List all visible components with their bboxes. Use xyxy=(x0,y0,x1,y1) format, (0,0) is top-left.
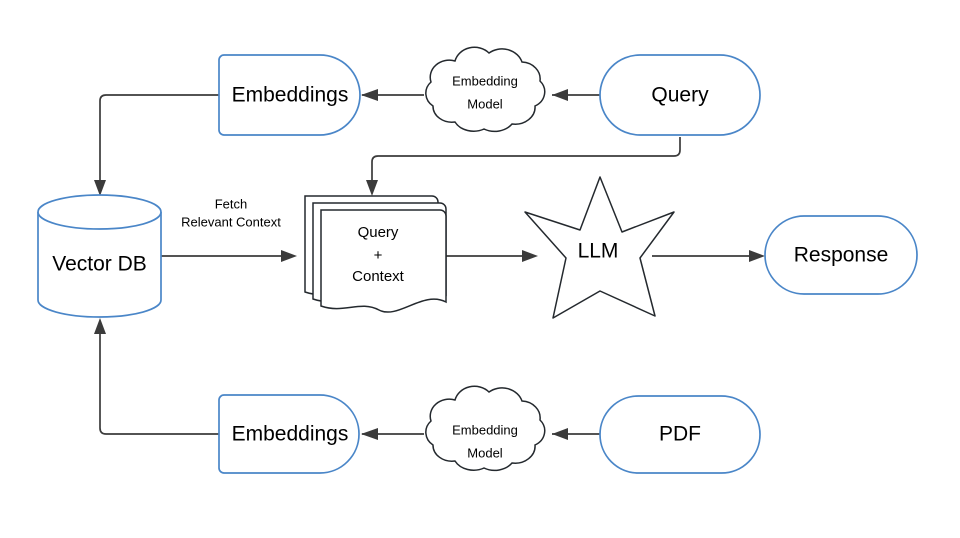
edge-embedding-model-top-to-embeddings-top xyxy=(361,89,424,101)
node-vector-db[interactable]: Vector DB xyxy=(37,194,162,318)
node-embeddings-top[interactable]: Embeddings xyxy=(218,54,361,136)
edge-embeddings-bottom-to-vector-db xyxy=(94,318,219,435)
edge-embeddings-top-to-vector-db xyxy=(94,94,219,196)
node-label-embedding-model-top-line1: Embedding xyxy=(452,73,518,88)
node-label-response: Response xyxy=(794,244,889,267)
node-response[interactable]: Response xyxy=(764,215,918,295)
node-label-llm: LLM xyxy=(578,240,619,263)
edge-pdf-to-embedding-model-bottom xyxy=(552,428,600,440)
node-embedding-model-bottom[interactable]: Embedding Model xyxy=(425,385,546,472)
node-label-embedding-model-bottom-line1: Embedding xyxy=(452,422,518,437)
node-label-pdf: PDF xyxy=(659,423,701,446)
edge-query-context-to-llm xyxy=(440,250,538,262)
edge-label-fetch-line1: Fetch xyxy=(215,196,248,211)
edge-query-to-embedding-model-top xyxy=(552,89,600,101)
node-label-embedding-model-top-line2: Model xyxy=(467,96,503,111)
node-label-query-context-line2: + xyxy=(374,247,383,264)
edge-vector-db-to-query-context: Fetch Relevant Context xyxy=(161,196,297,262)
node-pdf[interactable]: PDF xyxy=(599,395,761,474)
node-query-context[interactable]: Query + Context xyxy=(304,195,447,313)
node-label-embedding-model-bottom-line2: Model xyxy=(467,445,503,460)
node-label-query-context-line3: Context xyxy=(352,268,405,285)
node-label-query-context-line1: Query xyxy=(358,224,399,241)
edge-label-fetch-line2: Relevant Context xyxy=(181,214,281,229)
node-label-embeddings-bottom: Embeddings xyxy=(232,423,349,446)
node-embedding-model-top[interactable]: Embedding Model xyxy=(425,46,546,133)
edge-llm-to-response xyxy=(652,250,765,262)
node-label-query: Query xyxy=(651,84,709,107)
edge-embedding-model-bottom-to-embeddings-bottom xyxy=(361,428,424,440)
node-label-embeddings-top: Embeddings xyxy=(232,84,349,107)
node-label-vector-db: Vector DB xyxy=(52,253,147,276)
node-query[interactable]: Query xyxy=(599,54,761,136)
edge-query-to-query-context xyxy=(366,137,681,196)
node-llm[interactable]: LLM xyxy=(524,176,675,319)
node-embeddings-bottom[interactable]: Embeddings xyxy=(218,394,360,474)
